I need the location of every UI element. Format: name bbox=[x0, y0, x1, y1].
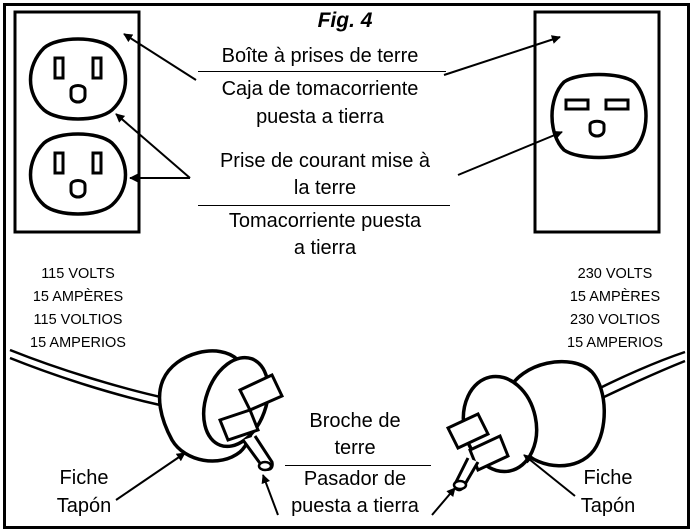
left-plug bbox=[9, 348, 285, 472]
arrow-pin-left bbox=[261, 474, 279, 516]
arrow-outlet-box-left bbox=[123, 33, 197, 81]
grounding-pin-label-french-2: terre bbox=[334, 437, 376, 459]
plug-right-label-french: Fiche bbox=[583, 467, 633, 489]
arrow-plug-right bbox=[523, 454, 576, 497]
figure-title: Fig. 4 bbox=[317, 9, 373, 32]
grounding-pin-label-french-1: Broche de bbox=[309, 410, 401, 432]
plug-right-label-spanish: Tapón bbox=[580, 495, 636, 517]
rating-right-amperios: 15 AMPERIOS bbox=[567, 335, 663, 351]
rating-left-amperes: 15 AMPÈRES bbox=[32, 289, 124, 305]
arrow-plug-left bbox=[115, 452, 186, 501]
arrow-receptacle-right bbox=[457, 130, 563, 176]
plug-left-label-french: Fiche bbox=[59, 467, 109, 489]
receptacle-label-spanish-1: Tomacorriente puesta bbox=[228, 210, 422, 232]
right-receptacle bbox=[550, 72, 648, 160]
receptacle-label-divider bbox=[198, 205, 450, 206]
outlet-box-label-spanish-2: puesta a tierra bbox=[256, 106, 384, 128]
rating-right-voltios: 230 VOLTIOS bbox=[570, 312, 660, 328]
rating-left-amperios: 15 AMPERIOS bbox=[30, 335, 126, 351]
figure-frame bbox=[3, 3, 690, 529]
rating-left-voltios: 115 VOLTIOS bbox=[33, 312, 123, 328]
receptacle-label-french-2: la terre bbox=[293, 177, 357, 199]
outlet-box-label-divider bbox=[198, 71, 446, 72]
right-plug bbox=[445, 350, 686, 492]
rating-left-volts: 115 VOLTS bbox=[41, 266, 115, 282]
outlet-box-label-spanish-1: Caja de tomacorriente bbox=[221, 78, 419, 100]
arrow-pin-right bbox=[431, 487, 456, 516]
arrow-outlet-box-right bbox=[443, 35, 561, 76]
grounding-pin-label-spanish-1: Pasador de bbox=[303, 468, 407, 490]
rating-right-volts: 230 VOLTS bbox=[577, 266, 653, 282]
left-receptacle-bottom bbox=[28, 132, 128, 216]
grounding-pin-label-spanish-2: puesta a tierra bbox=[291, 495, 419, 517]
pointer-arrows bbox=[115, 33, 576, 516]
rating-right-amperes: 15 AMPÈRES bbox=[569, 289, 661, 305]
arrow-receptacle-top bbox=[115, 113, 191, 179]
receptacle-label-french-1: Prise de courant mise à bbox=[219, 150, 431, 172]
right-outlet-box bbox=[533, 10, 661, 234]
left-outlet-box bbox=[13, 10, 141, 234]
grounding-pin-label-divider bbox=[285, 465, 431, 466]
outlet-box-label-french: Boîte à prises de terre bbox=[221, 45, 419, 67]
receptacle-label-spanish-2: a tierra bbox=[293, 237, 357, 259]
left-receptacle-top bbox=[28, 37, 128, 121]
plug-left-label-spanish: Tapón bbox=[56, 495, 112, 517]
